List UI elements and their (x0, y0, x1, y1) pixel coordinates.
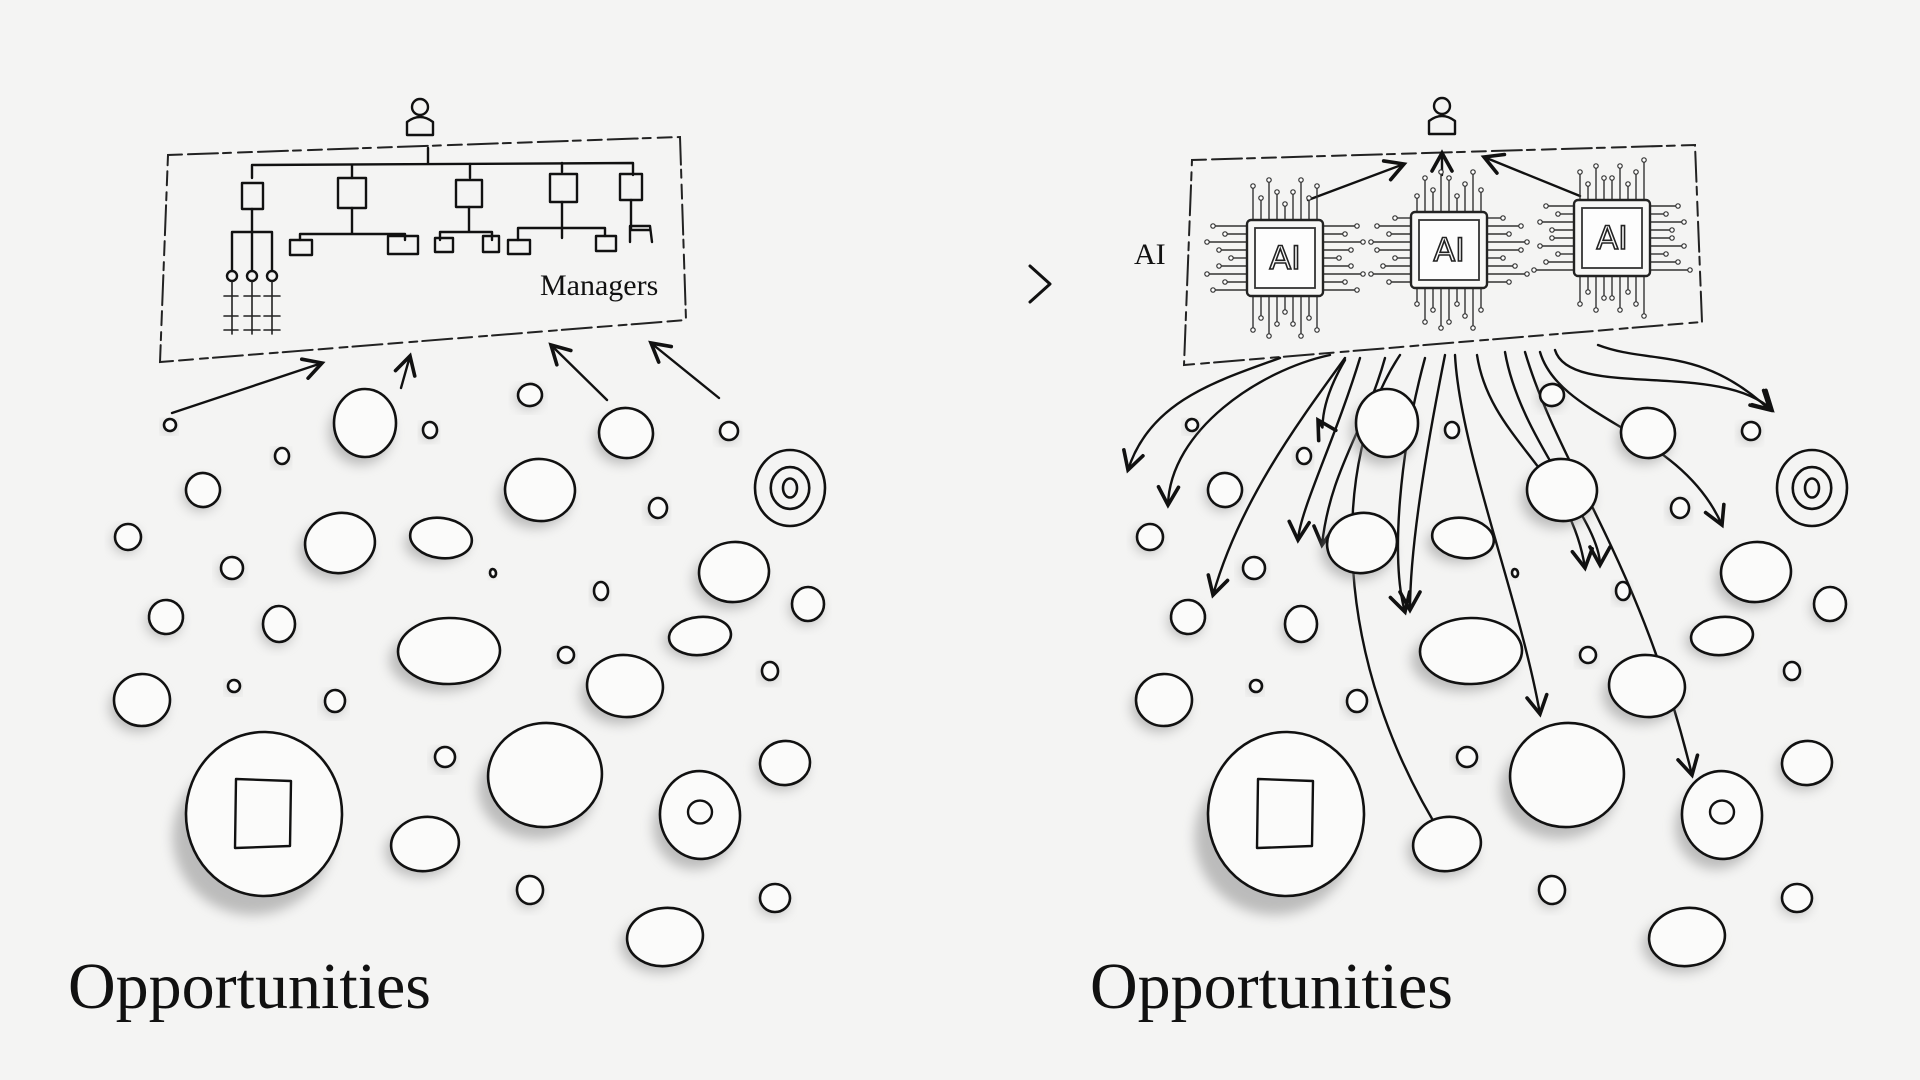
opportunity-blob (1643, 904, 1728, 972)
opportunity-blob (385, 813, 462, 878)
opportunity-blob (1455, 746, 1478, 769)
opportunity-blob (557, 647, 575, 665)
opportunity-blob (1537, 875, 1566, 907)
opportunity-blob (227, 679, 241, 693)
opportunity-blob (1135, 524, 1163, 553)
opportunity-blob (1131, 673, 1193, 732)
opportunity-blob (405, 514, 475, 563)
opportunity-blob (1407, 813, 1484, 878)
opportunity-blob (581, 652, 666, 724)
ai-chip: AI (1532, 158, 1692, 318)
opportunity-blob (761, 662, 779, 682)
right-panel: AI AI AI AI Opportunities (1090, 98, 1847, 1023)
opportunity-blob (1783, 662, 1801, 682)
opportunity-blob (1740, 421, 1761, 442)
opportunity-blob (693, 539, 771, 609)
person-icon (1429, 98, 1455, 134)
opportunity-blob (594, 405, 655, 463)
opportunity-blob (1282, 606, 1317, 646)
opportunity-blob (146, 599, 184, 638)
org-frame (160, 137, 686, 362)
opportunities-label-right: Opportunities (1090, 950, 1453, 1023)
opportunity-blob (755, 450, 825, 526)
opportunity-blobs-right (1131, 383, 1847, 973)
opportunity-blob (653, 768, 743, 869)
opportunity-blob (1778, 739, 1834, 790)
opportunity-blob (329, 389, 396, 465)
opportunity-blob (718, 421, 739, 442)
opportunity-blob (489, 569, 496, 578)
opportunity-blob (1205, 471, 1244, 511)
opportunity-blobs-left (109, 383, 825, 973)
opportunity-blob (1427, 514, 1497, 563)
opportunity-blob (1521, 456, 1600, 528)
opportunity-blob (113, 524, 141, 553)
opportunity-blob (1511, 569, 1518, 578)
opportunity-blob (1715, 539, 1793, 609)
opportunity-blob (1779, 883, 1812, 915)
opportunity-blob (183, 471, 222, 511)
opportunity-blob (789, 587, 824, 625)
opportunity-blob (593, 582, 608, 602)
org-chart (224, 148, 652, 334)
opportunity-blob (109, 673, 171, 732)
opportunity-blob (515, 875, 544, 907)
opportunity-blob (1411, 617, 1522, 691)
opportunity-blob (173, 731, 344, 915)
transition-arrow (868, 266, 1050, 302)
opportunity-blob (433, 746, 456, 769)
opportunity-blob (323, 689, 345, 714)
opportunity-blob (389, 617, 500, 691)
opportunity-blob (1669, 497, 1689, 520)
opportunity-blob (647, 497, 667, 520)
left-panel: Managers Opportunities (68, 99, 825, 1023)
opportunity-blob (1500, 716, 1630, 839)
opportunity-blob (1675, 768, 1765, 869)
opportunity-blob (516, 383, 543, 409)
opportunity-blob (1345, 689, 1367, 714)
ai-chips: AI AI AI (1205, 158, 1692, 338)
opportunity-blob (664, 614, 733, 659)
ai-side-label: AI (1134, 238, 1166, 271)
opportunity-blob (163, 418, 177, 432)
opportunity-blob (1444, 422, 1460, 440)
opportunity-blob (756, 739, 812, 790)
opportunity-blob (478, 716, 608, 839)
opportunity-blob (1615, 582, 1630, 602)
opportunities-label-left: Opportunities (68, 950, 431, 1023)
opportunity-blob (1241, 556, 1265, 581)
opportunity-blob (1351, 389, 1418, 465)
opportunity-blob (757, 883, 790, 915)
opportunity-blob (1538, 383, 1565, 409)
opportunity-blob (1185, 418, 1199, 432)
opportunity-blob (1777, 450, 1847, 526)
person-icon (407, 99, 433, 135)
opportunity-blob (1195, 731, 1366, 915)
ai-chip: AI (1369, 170, 1529, 330)
opportunity-blob (1686, 614, 1755, 659)
opportunity-blob (1616, 405, 1677, 463)
opportunity-blob (499, 456, 578, 528)
opportunity-blob (422, 422, 438, 440)
ai-chip: AI (1205, 178, 1365, 338)
managers-label: Managers (540, 269, 658, 302)
chip-to-person-arrows (1308, 153, 1580, 200)
opportunity-blob (1296, 448, 1311, 466)
opportunity-blob (1321, 508, 1401, 579)
opportunity-blob (1249, 679, 1263, 693)
opportunity-blob (621, 904, 706, 972)
opportunity-blob (1811, 587, 1846, 625)
opportunity-blob (299, 508, 379, 579)
opportunity-blob (219, 556, 243, 581)
ai-chip-label: AI (1269, 239, 1300, 277)
flow-arrow (1128, 358, 1280, 470)
opportunity-blob (274, 448, 289, 466)
opportunity-blob (1579, 647, 1597, 665)
opportunity-blob (1168, 599, 1206, 638)
ai-chip-label: AI (1596, 219, 1627, 257)
ai-chip-label: AI (1433, 231, 1464, 269)
opportunity-blob (260, 606, 295, 646)
